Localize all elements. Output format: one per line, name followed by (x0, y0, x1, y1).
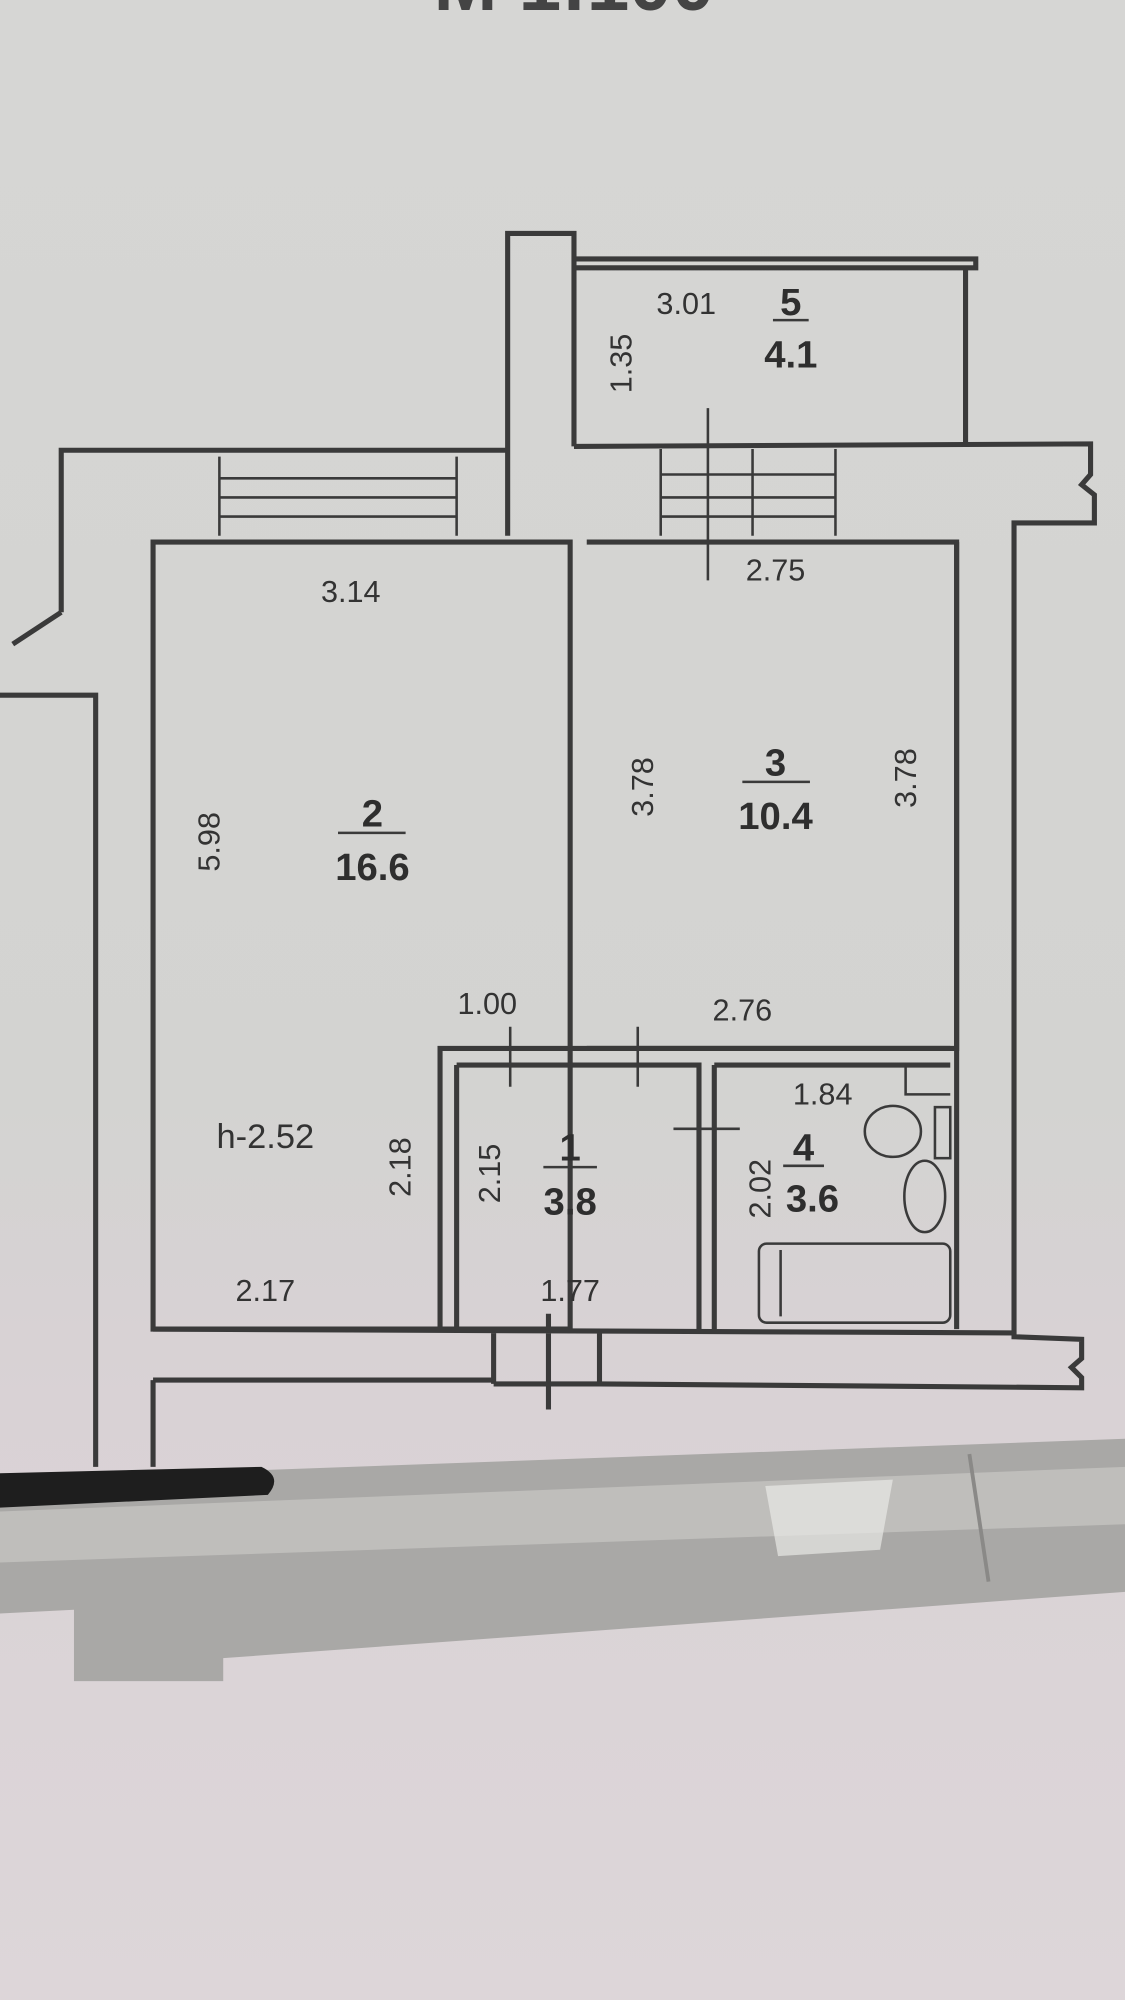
room-number: 2 (362, 793, 383, 836)
room-5: 5 4.1 3.01 1.35 (604, 281, 817, 393)
scale-label: М 1:100 (434, 0, 715, 27)
room-area: 10.4 (738, 795, 813, 838)
room-1: 1 3.8 2.15 1.77 1.00 (457, 987, 599, 1308)
room-2: 2 16.6 3.14 5.98 2.18 2.17 h-2.52 (192, 575, 417, 1308)
dim: 3.01 (656, 287, 716, 321)
dim: 1.35 (604, 334, 638, 394)
dim: 2.15 (473, 1144, 507, 1204)
ceiling-height: h-2.52 (217, 1118, 315, 1156)
room-number: 5 (780, 281, 801, 324)
dim: 1.00 (457, 987, 517, 1021)
room-number: 4 (793, 1127, 815, 1170)
room-4: 4 3.6 1.84 2.02 (743, 1078, 852, 1221)
pen (0, 1438, 1125, 1682)
pen-grip (0, 1466, 275, 1508)
room-area: 16.6 (335, 846, 409, 889)
room-number: 1 (560, 1127, 581, 1170)
dim: 2.17 (236, 1274, 296, 1308)
dim: 3.78 (626, 757, 660, 817)
room-3: 3 10.4 2.75 3.78 3.78 2.76 (626, 553, 923, 1027)
dim: 1.77 (540, 1274, 600, 1308)
dim: 2.76 (713, 993, 773, 1027)
room-area: 4.1 (764, 333, 817, 376)
room-number: 3 (765, 742, 786, 785)
walls (0, 230, 1097, 1467)
room-area: 3.6 (786, 1178, 839, 1221)
dim: 3.78 (889, 748, 923, 808)
dim: 1.84 (793, 1078, 853, 1112)
dim: 2.18 (384, 1137, 418, 1197)
dim: 2.75 (746, 553, 806, 587)
room-area: 3.8 (544, 1180, 597, 1223)
dim: 5.98 (192, 812, 226, 872)
dim: 3.14 (321, 575, 381, 609)
dim: 2.02 (743, 1159, 777, 1219)
